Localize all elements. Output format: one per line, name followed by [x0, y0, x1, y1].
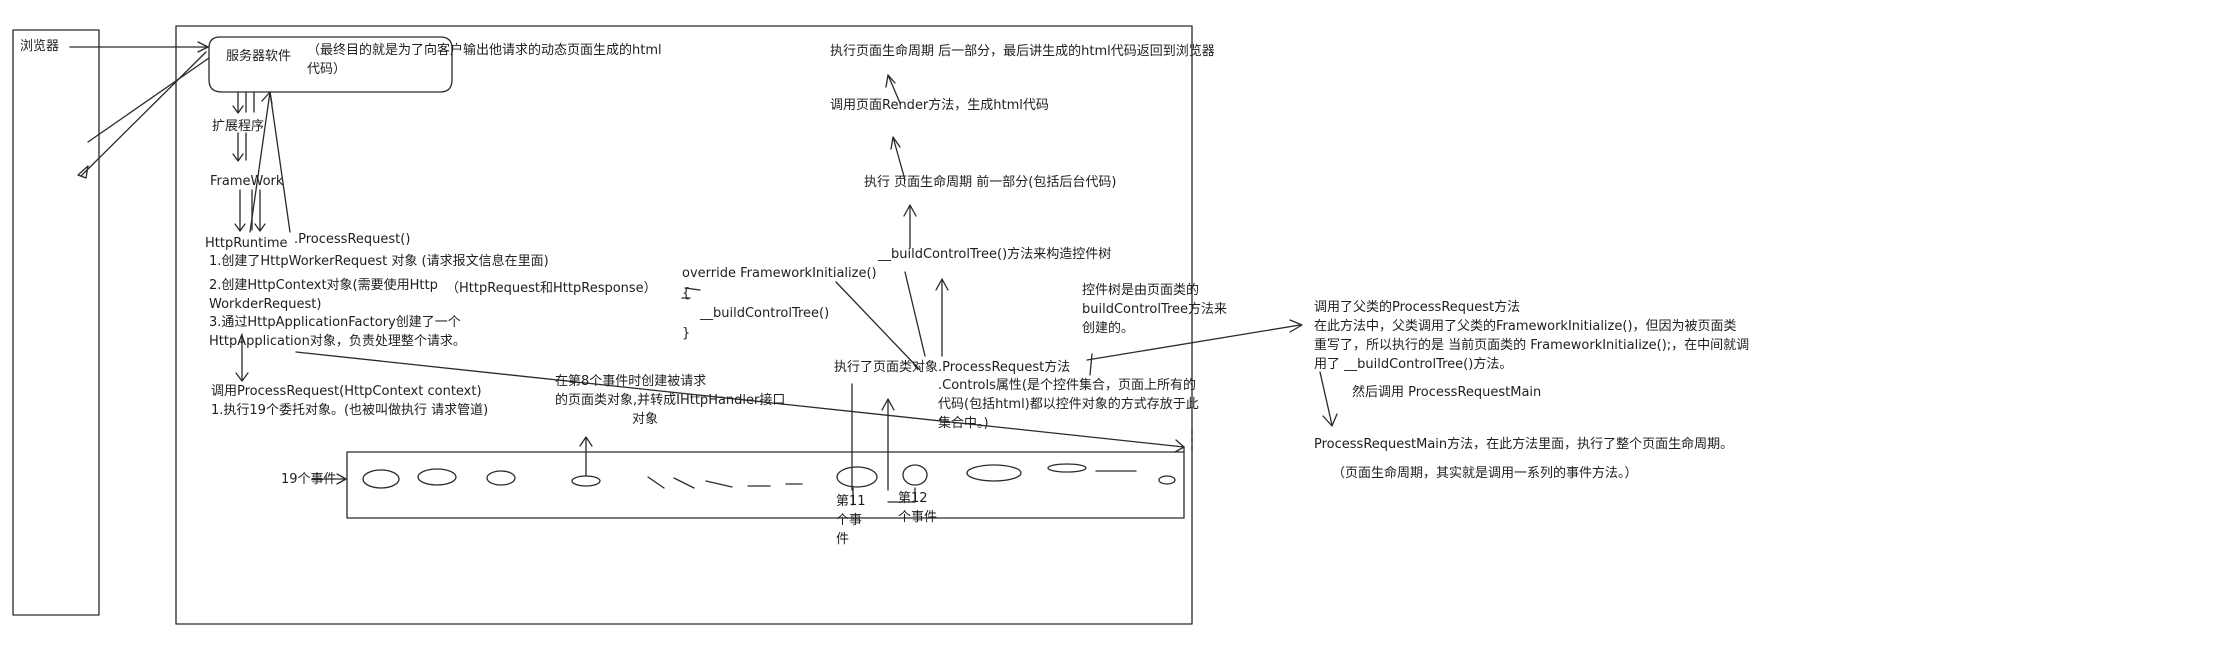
lifecycle-back-label: 执行页面生命周期 后一部分，最后讲生成的html代码返回到浏览器 [830, 44, 1215, 59]
then-call-main: 然后调用 ProcessRequestMain [1352, 385, 1542, 400]
browser-box [12, 29, 100, 616]
tree-note-line3: 创建的。 [1082, 321, 1135, 336]
server-note-line1: （最终目的就是为了向客户输出他请求的动态页面生成的html [307, 43, 662, 58]
main-desc: ProcessRequestMain方法，在此方法里面，执行了整个页面生命周期。 [1314, 437, 1734, 452]
event8-line3: 对象 [632, 412, 659, 427]
step2-line2: WorkderRequest) [209, 297, 322, 312]
return-arrow-1 [87, 57, 210, 143]
controls-line1: .Controls属性(是个控件集合，页面上所有的 [938, 378, 1196, 393]
render-label: 调用页面Render方法，生成html代码 [830, 98, 1049, 113]
step2-note: （HttpRequest和HttpResponse） [446, 281, 657, 296]
exec-page-pr: 执行了页面类对象.ProcessRequest方法 [834, 360, 1071, 375]
step3-line2: HttpApplication对象，负责处理整个请求。 [209, 334, 466, 349]
events-19-label: 19个事件 [281, 472, 337, 487]
parent-pr-line3: 重写了，所以执行的是 当前页面类的 FrameworkInitialize();… [1314, 338, 1750, 353]
parent-pr-line1: 调用了父类的ProcessRequest方法 [1314, 300, 1521, 315]
server-software-box [208, 36, 453, 93]
event11-label-c: 件 [836, 532, 850, 547]
framework-label: FrameWork [210, 174, 284, 189]
server-note-line2: 代码） [307, 62, 347, 77]
extension-label: 扩展程序 [212, 119, 265, 134]
step3-line1: 3.通过HttpApplicationFactory创建了一个 [209, 315, 461, 330]
event11-label-b: 个事 [836, 513, 863, 528]
parent-pr-line4: 用了 __buildControlTree()方法。 [1314, 357, 1513, 372]
tree-note-line1: 控件树是由页面类的 [1082, 283, 1200, 298]
browser-label: 浏览器 [20, 39, 60, 54]
override-brace-open: { [682, 286, 691, 301]
tree-note-line2: buildControlTree方法来 [1082, 302, 1228, 317]
step1-text: 1.创建了HttpWorkerRequest 对象 (请求报文信息在里面) [209, 254, 549, 269]
pipeline-box [346, 451, 1185, 519]
call-pr-line2: 1.执行19个委托对象。(也被叫做执行 请求管道) [211, 403, 489, 418]
event12-label-b: 个事件 [898, 510, 938, 525]
lifecycle-front-label: 执行 页面生命周期 前一部分(包括后台代码) [864, 175, 1117, 190]
event11-label-a: 第11 [836, 494, 866, 509]
event8-line2: 的页面类对象,并转成IHttpHandler接口 [555, 393, 786, 408]
override-line1: override FrameworkInitialize() [682, 266, 877, 281]
controls-line3: 集合中。) [938, 416, 989, 431]
return-arrow-2 [80, 51, 207, 177]
build-tree-label: __buildControlTree()方法来构造控件树 [878, 247, 1112, 262]
server-box [175, 25, 1193, 625]
override-brace-close: } [682, 326, 691, 341]
step2-line1: 2.创建HttpContext对象(需要使用Http [209, 278, 438, 293]
controls-line2: 代码(包括html)都以控件对象的方式存放于此 [938, 397, 1199, 412]
override-line2: __buildControlTree() [700, 306, 830, 321]
parent-pr-line2: 在此方法中，父类调用了父类的FrameworkInitialize()，但因为被… [1314, 319, 1737, 334]
lifecycle-note: （页面生命周期，其实就是调用一系列的事件方法。） [1332, 466, 1638, 481]
event8-line1: 在第8个事件时创建被请求 [555, 374, 707, 389]
event12-label-a: 第12 [898, 491, 928, 506]
call-pr-line1: 调用ProcessRequest(HttpContext context) [211, 384, 482, 399]
process-request-call: .ProcessRequest() [294, 232, 411, 247]
httpruntime-label: HttpRuntime [205, 236, 288, 251]
server-software-label: 服务器软件 [226, 49, 292, 64]
